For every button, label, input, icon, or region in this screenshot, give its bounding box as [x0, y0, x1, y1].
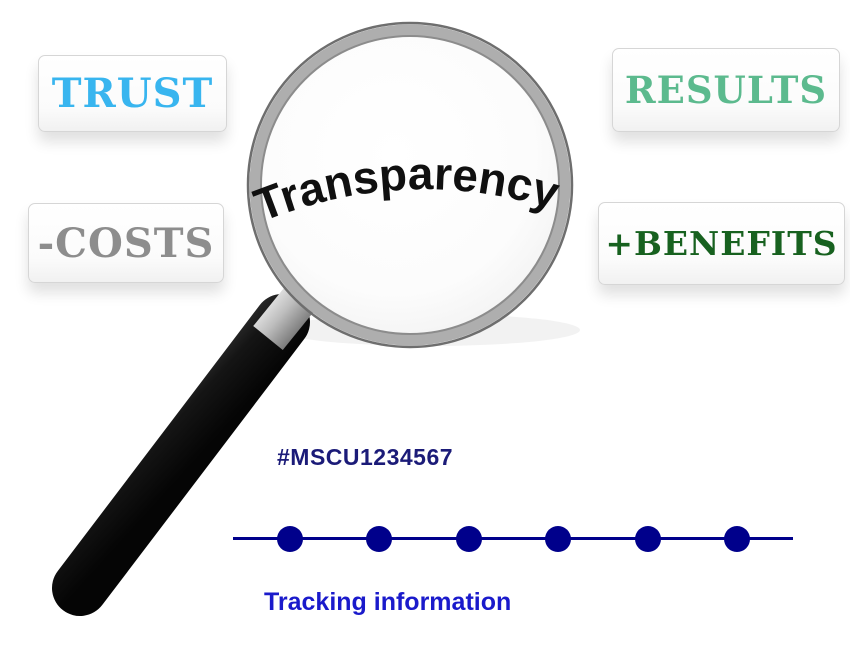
costs-card: -COSTS [28, 203, 224, 283]
timeline-dot [634, 526, 661, 552]
results-label: RESULTS [624, 68, 828, 112]
timeline-dot [366, 526, 393, 552]
benefits-label: +BENEFITS [605, 224, 838, 263]
magnifier-rim-inner [260, 35, 560, 335]
magnifier-rim-outer [246, 21, 574, 349]
timeline-dot [545, 526, 572, 552]
tracking-label: Tracking information [264, 588, 512, 616]
timeline-line [233, 537, 793, 540]
timeline-dot [723, 526, 750, 552]
magnifier-handle [52, 294, 310, 616]
timeline-dot [277, 526, 303, 552]
magnifier-lens [249, 24, 571, 346]
trust-label: TRUST [51, 70, 214, 117]
timeline-dots [277, 526, 750, 552]
magnifying-glass-icon: Transparency [52, 21, 580, 616]
results-card: RESULTS [612, 48, 840, 132]
timeline-dot [455, 526, 482, 552]
container-number: #MSCU1234567 [277, 444, 454, 470]
benefits-card: +BENEFITS [598, 202, 845, 285]
costs-label: -COSTS [37, 219, 215, 267]
tracking-timeline [233, 526, 793, 552]
trust-card: TRUST [38, 55, 227, 132]
